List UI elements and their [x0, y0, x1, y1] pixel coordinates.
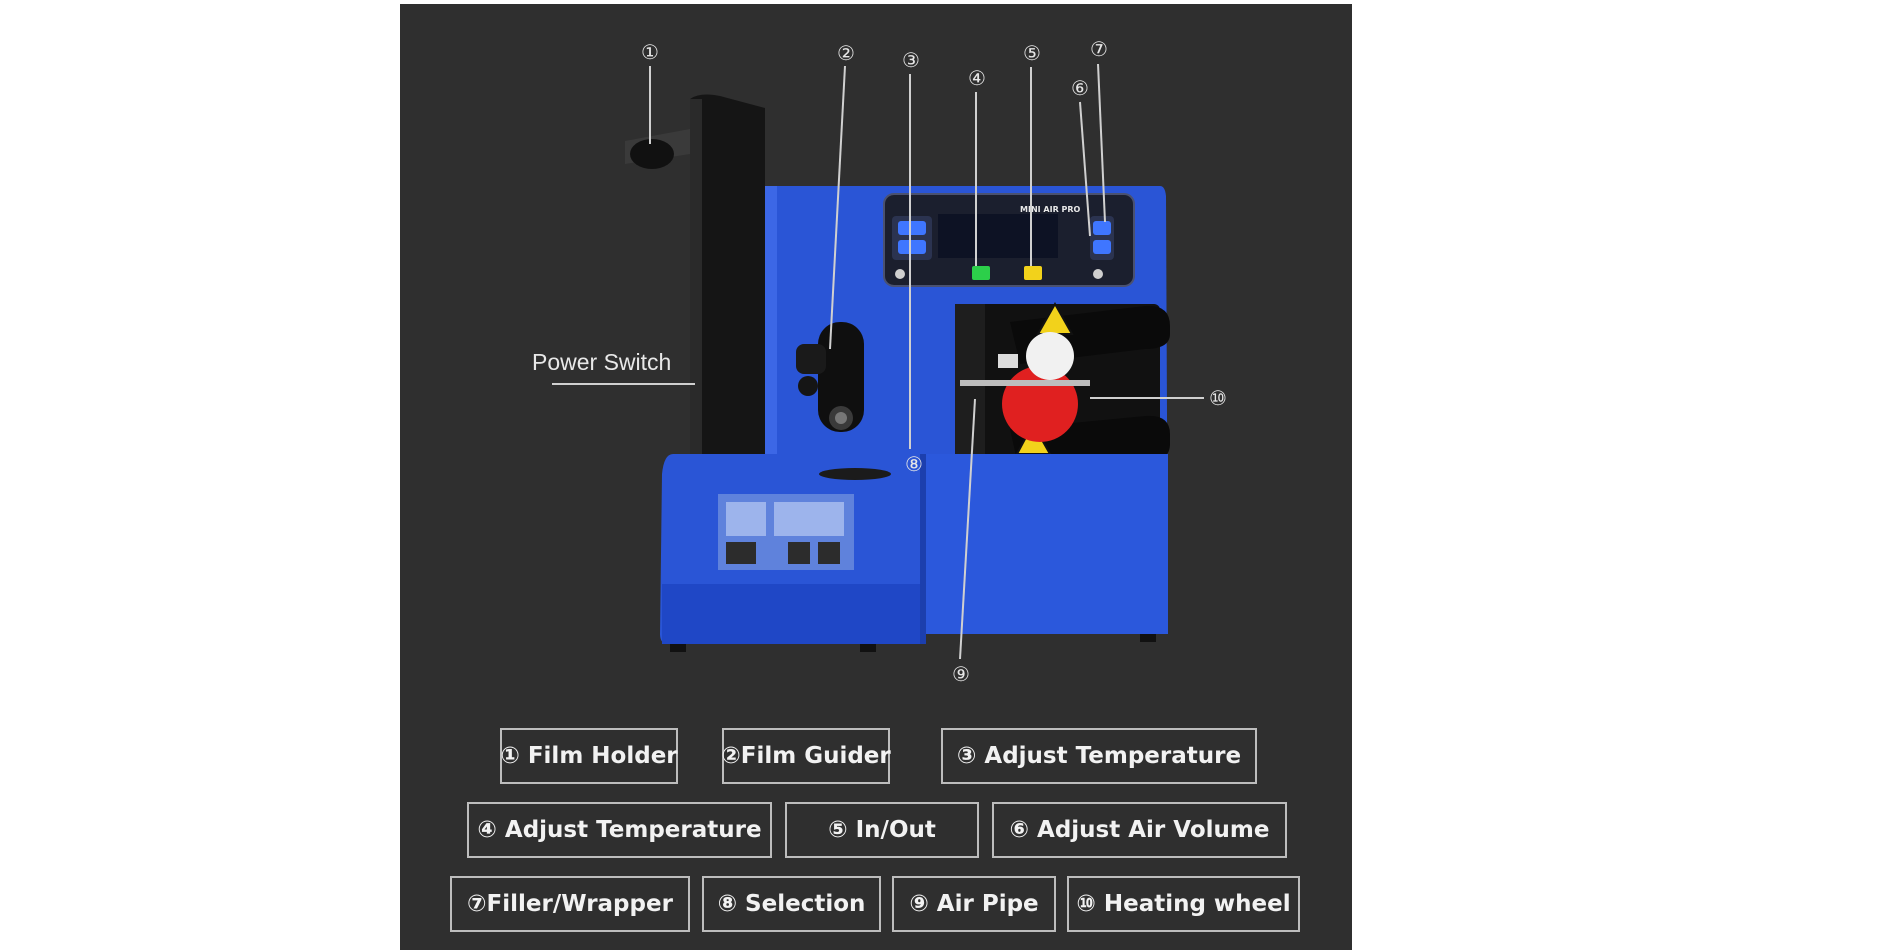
callout-9: ⑨: [952, 662, 970, 686]
callout-4: ④: [968, 66, 986, 90]
callout-2: ②: [837, 41, 855, 65]
legend-in-out: ⑤ In/Out: [785, 802, 979, 858]
callout-1: ①: [641, 40, 659, 64]
legend-air-pipe: ⑨ Air Pipe: [892, 876, 1056, 932]
panel-brand-text: MINI AIR PRO: [1020, 205, 1081, 214]
film-holder-knob: [630, 139, 674, 169]
in-out-button: [972, 266, 990, 280]
leader-line-6: [1079, 101, 1091, 237]
legend-film-holder: ① Film Holder: [500, 728, 678, 784]
callout-10: ⑩: [1209, 386, 1227, 410]
legend-film-guider: ②Film Guider: [721, 728, 891, 784]
legend-heating-wheel: ⑩ Heating wheel: [1067, 876, 1300, 932]
legend-adjust-air-volume: ⑥ Adjust Air Volume: [992, 802, 1287, 858]
film-guider-roller: [818, 322, 864, 432]
machine-base-right: [920, 454, 1168, 634]
callout-3: ③: [902, 48, 920, 72]
machine-illustration: MINI AIR PRO: [552, 63, 1204, 660]
selection-button: [1024, 266, 1042, 280]
legend-adjust-temperature-2: ④ Adjust Temperature: [467, 802, 772, 858]
callout-7: ⑦: [1090, 37, 1108, 61]
callout-8: ⑧: [905, 452, 923, 476]
leader-line-7: [1097, 63, 1106, 223]
legend-filler-wrapper: ⑦Filler/Wrapper: [450, 876, 690, 932]
power-switch-label: Power Switch: [532, 349, 672, 375]
callout-6: ⑥: [1071, 76, 1089, 100]
display-screen: [938, 214, 1058, 258]
legend-adjust-temperature-1: ③ Adjust Temperature: [941, 728, 1257, 784]
callout-5: ⑤: [1023, 41, 1041, 65]
leader-line-9: [959, 398, 976, 660]
machine-column: [690, 94, 765, 454]
product-panel: MINI AIR PRO: [400, 4, 1352, 950]
leader-line-2: [829, 65, 846, 350]
legend-selection: ⑧ Selection: [702, 876, 881, 932]
